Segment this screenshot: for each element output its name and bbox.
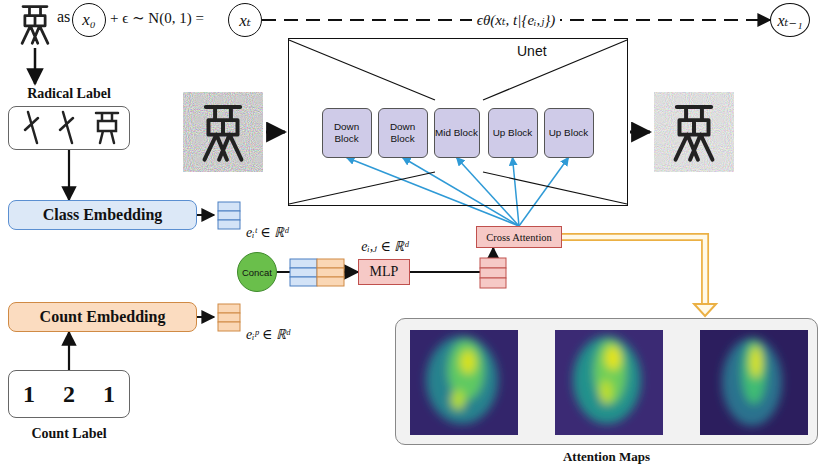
formula-label: eᵢᵗ ∈ ℝᵈ bbox=[246, 222, 288, 241]
class-stack bbox=[218, 202, 240, 229]
node-text: Down Block bbox=[379, 121, 427, 144]
formula-label: as bbox=[57, 8, 70, 26]
unet-block: Mid Block bbox=[434, 108, 480, 158]
node-text: Class Embedding bbox=[43, 206, 163, 224]
count-box: 1 2 1 bbox=[8, 370, 130, 418]
formula-label: eᵢ,ⱼ ∈ ℝᵈ bbox=[361, 236, 408, 255]
noisy-image bbox=[183, 92, 263, 172]
unet-block: Up Block bbox=[544, 108, 594, 158]
arrow-core bbox=[562, 237, 705, 304]
attention-map bbox=[555, 330, 663, 435]
node-text: Count Embedding bbox=[40, 308, 166, 326]
radical-label-group: Radical Label bbox=[8, 86, 130, 150]
node-text: Down Block bbox=[323, 121, 371, 144]
arrow-outline bbox=[562, 237, 705, 304]
connector bbox=[68, 150, 70, 200]
node-text: xₜ bbox=[239, 10, 251, 31]
stack-arrow bbox=[197, 214, 214, 216]
node-text: xₜ₋₁ bbox=[777, 11, 802, 30]
input-arrow bbox=[266, 131, 285, 134]
count-number: 1 bbox=[23, 381, 35, 408]
stack-arrow bbox=[197, 316, 214, 318]
conditioning-line bbox=[403, 158, 520, 227]
unet-title: Unet bbox=[517, 43, 547, 59]
cross-attention-box: Cross Attention bbox=[476, 226, 562, 248]
count-number: 2 bbox=[63, 381, 75, 408]
attention-panel-ground bbox=[395, 318, 818, 445]
arrow-head bbox=[694, 304, 716, 316]
embedding-stack bbox=[290, 259, 344, 286]
node-text: x₀ bbox=[82, 10, 95, 30]
panel-caption: Attention Maps bbox=[395, 449, 818, 465]
embedding-box: Class Embedding bbox=[8, 200, 197, 230]
unet-block: Down Block bbox=[322, 108, 372, 158]
attention-maps-panel: Attention Maps bbox=[395, 318, 818, 466]
count-label-group: 1 2 1Count Label bbox=[8, 370, 130, 442]
node-text: Concat bbox=[242, 267, 272, 278]
conditioning-line bbox=[457, 158, 520, 227]
radical-glyphs bbox=[25, 112, 118, 143]
attention-map bbox=[700, 330, 808, 435]
node-text: Up Block bbox=[493, 127, 533, 138]
mlp-output-stack bbox=[480, 258, 506, 288]
formula-label: eᵢᵖ ∈ ℝᵈ bbox=[246, 324, 290, 343]
conditioning-line bbox=[513, 158, 520, 227]
panel-frame bbox=[395, 318, 818, 445]
node-text: MLP bbox=[370, 264, 399, 280]
node-text: Mid Block bbox=[435, 127, 478, 138]
conditioning-line bbox=[347, 158, 520, 227]
count-stack bbox=[218, 304, 240, 331]
denoised-image bbox=[654, 92, 734, 172]
unet-frame: UnetDown Block Down Block Mid Block Up Bloc… bbox=[288, 38, 628, 206]
variable-circle: x₀ bbox=[72, 3, 106, 37]
variable-circle: xₜ bbox=[228, 3, 262, 37]
edge-label: ϵθ(xₜ, t|{eᵢ,ⱼ}) bbox=[472, 11, 560, 29]
unet-block: Down Block bbox=[378, 108, 428, 158]
output-arrow bbox=[630, 131, 650, 134]
embedding-box: Count Embedding bbox=[8, 302, 197, 332]
oracle-glyph bbox=[22, 7, 48, 44]
variable-circle: xₜ₋₁ bbox=[770, 3, 810, 37]
conditioning-line bbox=[519, 158, 569, 227]
node-text: Up Block bbox=[549, 127, 589, 138]
concat-circle: Concat bbox=[237, 252, 277, 292]
down-arrow bbox=[34, 48, 37, 84]
group-heading: Count Label bbox=[8, 426, 130, 442]
mlp-box: MLP bbox=[358, 259, 410, 285]
hollow-arrow bbox=[562, 237, 716, 316]
unet-block: Up Block bbox=[488, 108, 538, 158]
radical-box bbox=[8, 106, 130, 150]
group-heading: Radical Label bbox=[8, 86, 130, 102]
formula-label: + ϵ ∼ N(0, 1) = bbox=[110, 9, 204, 27]
unet-funnel bbox=[289, 40, 627, 204]
connector bbox=[68, 332, 70, 370]
node-text: Cross Attention bbox=[486, 232, 552, 243]
count-number: 1 bbox=[103, 381, 115, 408]
attention-map bbox=[410, 330, 518, 435]
